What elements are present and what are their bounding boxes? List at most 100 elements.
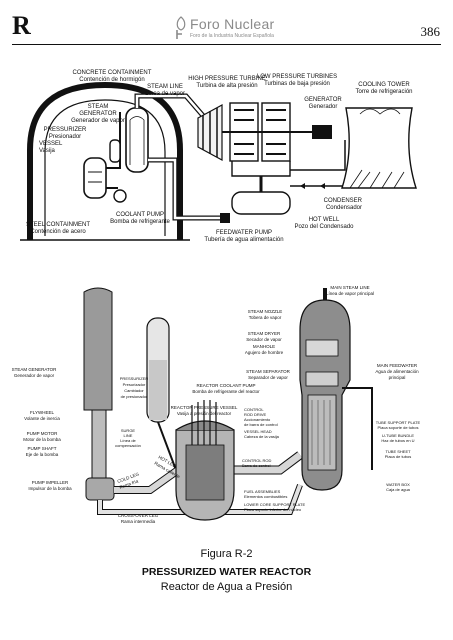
svg-text:compensación: compensación	[115, 443, 141, 448]
svg-text:Haz de tubos en U: Haz de tubos en U	[381, 438, 414, 443]
surge-line	[157, 421, 177, 471]
figure-number: Figura R-2	[200, 548, 253, 560]
label-manhole: MANHOLE	[253, 344, 275, 349]
svg-text:Barra de control: Barra de control	[242, 463, 271, 468]
label-cooling-tower: COOLING TOWER	[358, 82, 410, 88]
svg-text:Caja de agua: Caja de agua	[386, 487, 411, 492]
top-plant-diagram: CONCRETE CONTAINMENT Contención de hormi…	[20, 70, 417, 243]
steam-separator	[305, 371, 339, 387]
svg-text:Cabeza de la vasija: Cabeza de la vasija	[244, 434, 280, 439]
concrete-containment-wall	[27, 81, 183, 240]
label-feedwater-pump: FEEDWATER PUMP	[216, 230, 272, 236]
label-reactor-coolant-pump: REACTOR COOLANT PUMP	[196, 383, 255, 388]
svg-text:Línea de vapor principal: Línea de vapor principal	[326, 291, 374, 296]
u-tube-bundle	[307, 394, 337, 471]
label-cross-over-leg: CROSS-OVER LEG	[118, 513, 159, 518]
feedwater-pump	[220, 213, 230, 223]
svg-text:GENERATOR: GENERATOR	[79, 111, 117, 117]
label-steam-generator: STEAM	[88, 104, 109, 110]
svg-text:Generador de vapor: Generador de vapor	[14, 373, 55, 378]
svg-text:Presurizador: Presurizador	[123, 382, 146, 387]
vessel-head	[175, 420, 235, 431]
logo-mark-icon	[176, 16, 186, 39]
svg-text:Agujero de hombre: Agujero de hombre	[245, 350, 284, 355]
label-control-rod-drive: CONTROL	[244, 407, 264, 412]
label-water-box: WATER BOX	[386, 482, 410, 487]
label-steam-line: STEAM LINE	[147, 84, 183, 90]
svg-text:Bomba de refrigerante del reac: Bomba de refrigerante del reactor	[192, 389, 260, 394]
svg-text:Generador de vapor: Generador de vapor	[71, 118, 125, 124]
label-steam-nozzle: STEAM NOZZLE	[248, 309, 283, 314]
generator	[312, 125, 332, 139]
svg-text:Línea de vapor: Línea de vapor	[145, 91, 185, 97]
reactor-vessel	[83, 157, 107, 199]
svg-text:Contención de hormigón: Contención de hormigón	[79, 77, 144, 83]
svg-text:Separador de vapor: Separador de vapor	[248, 375, 288, 380]
svg-text:Turbina de alta presión: Turbina de alta presión	[196, 83, 257, 89]
svg-text:Volante de inercia: Volante de inercia	[24, 416, 60, 421]
svg-text:Turbinas de baja presión: Turbinas de baja presión	[264, 81, 330, 87]
label-tube-sheet: TUBE SHEET	[385, 449, 411, 454]
fuel-assemblies	[185, 444, 225, 501]
label-pressurizer: PRESSURIZER	[44, 127, 87, 133]
foro-nuclear-logo: Foro Nuclear Foro de la Industria Nuclea…	[174, 16, 304, 44]
label-hot-well: HOT WELL	[309, 217, 340, 223]
condenser	[231, 191, 291, 215]
pump-shaft	[91, 409, 107, 481]
label-u-tube-bundle: U-TUBE BUNDLE	[382, 433, 415, 438]
label-steel-containment: STEEL CONTAINMENT	[26, 222, 90, 228]
svg-text:ROD DRIVE: ROD DRIVE	[244, 412, 267, 417]
cold-leg	[114, 467, 180, 493]
steam-dryer	[305, 339, 339, 357]
label-tube-support-plate: TUBE SUPPORT PLATE	[376, 420, 421, 425]
page-number: 386	[420, 24, 441, 39]
svg-text:Línea de: Línea de	[120, 438, 136, 443]
label-control-rod: CONTROL ROD	[242, 458, 272, 463]
label-lp-turbines: LOW PRESSURE TURBINES	[257, 74, 337, 80]
svg-text:Elementos combustibles: Elementos combustibles	[244, 494, 287, 499]
svg-text:Tubería de agua alimentación: Tubería de agua alimentación	[204, 237, 283, 243]
svg-text:Vasija: Vasija	[39, 148, 56, 154]
svg-text:Rama intermedia: Rama intermedia	[121, 519, 156, 524]
header-rule	[12, 44, 441, 45]
logo-tagline: Foro de la Industria Nuclear Española	[190, 33, 274, 39]
svg-text:Motor de la bomba: Motor de la bomba	[23, 437, 61, 442]
cooling-tower	[341, 107, 417, 189]
figure-title-en: PRESSURIZED WATER REACTOR	[141, 566, 312, 578]
label-vessel-head: VESSEL HEAD	[244, 429, 272, 434]
svg-text:Torre de refrigeración: Torre de refrigeración	[355, 89, 412, 95]
label-coolant-pump: COOLANT PUMP	[116, 212, 164, 218]
svg-text:Accionamiento: Accionamiento	[244, 417, 271, 422]
svg-text:principal: principal	[389, 375, 406, 380]
svg-text:Rama fría: Rama fría	[119, 478, 140, 490]
label-fuel-assemblies: FUEL ASSEMBLIES	[244, 489, 281, 494]
steel-containment-wall	[44, 99, 166, 236]
bottom-pwr-cutaway: MAIN STEAM LINE Línea de vapor principal…	[12, 285, 421, 524]
label-condenser: CONDENSER	[324, 198, 363, 204]
label-pump-impeller: PUMP IMPELLER	[32, 480, 69, 485]
label-flywheel: FLYWHEEL	[30, 410, 54, 415]
svg-text:Condensador: Condensador	[326, 205, 362, 211]
label-main-feedwater: MAIN FEEDWATER	[377, 363, 418, 368]
label-hp-turbine: HIGH PRESSURE TURBINE	[188, 76, 266, 82]
svg-text:de barra de control: de barra de control	[244, 422, 278, 427]
svg-text:LINE: LINE	[124, 433, 133, 438]
label-steam-separator: STEAM SEPARATOR	[246, 369, 291, 374]
figure-title-es: Reactor de Agua a Presión	[160, 581, 293, 593]
svg-text:Eje de la bomba: Eje de la bomba	[26, 452, 59, 457]
pump-impeller	[85, 477, 115, 501]
svg-text:Cambiador: Cambiador	[124, 388, 144, 393]
label-pressurizer-bottom: PRESSURIZER	[120, 376, 149, 381]
hot-leg	[232, 452, 303, 474]
logo-name: Foro Nuclear	[190, 16, 275, 32]
control-rods	[191, 400, 217, 445]
label-vessel: VESSEL	[39, 141, 63, 147]
label-pump-motor: PUMP MOTOR	[27, 431, 59, 436]
label-lower-core-support-plate: LOWER CORE SUPPORT PLATE	[244, 502, 305, 507]
label-pump-shaft: PUMP SHAFT	[28, 446, 57, 451]
label-steam-generator-bottom: STEAM GENERATOR	[12, 367, 58, 372]
pump-motor	[83, 287, 113, 411]
svg-text:Placa de tubos: Placa de tubos	[385, 454, 411, 459]
svg-text:Pozo del Condensado: Pozo del Condensado	[294, 224, 354, 230]
label-concrete-containment: CONCRETE CONTAINMENT	[73, 70, 152, 76]
